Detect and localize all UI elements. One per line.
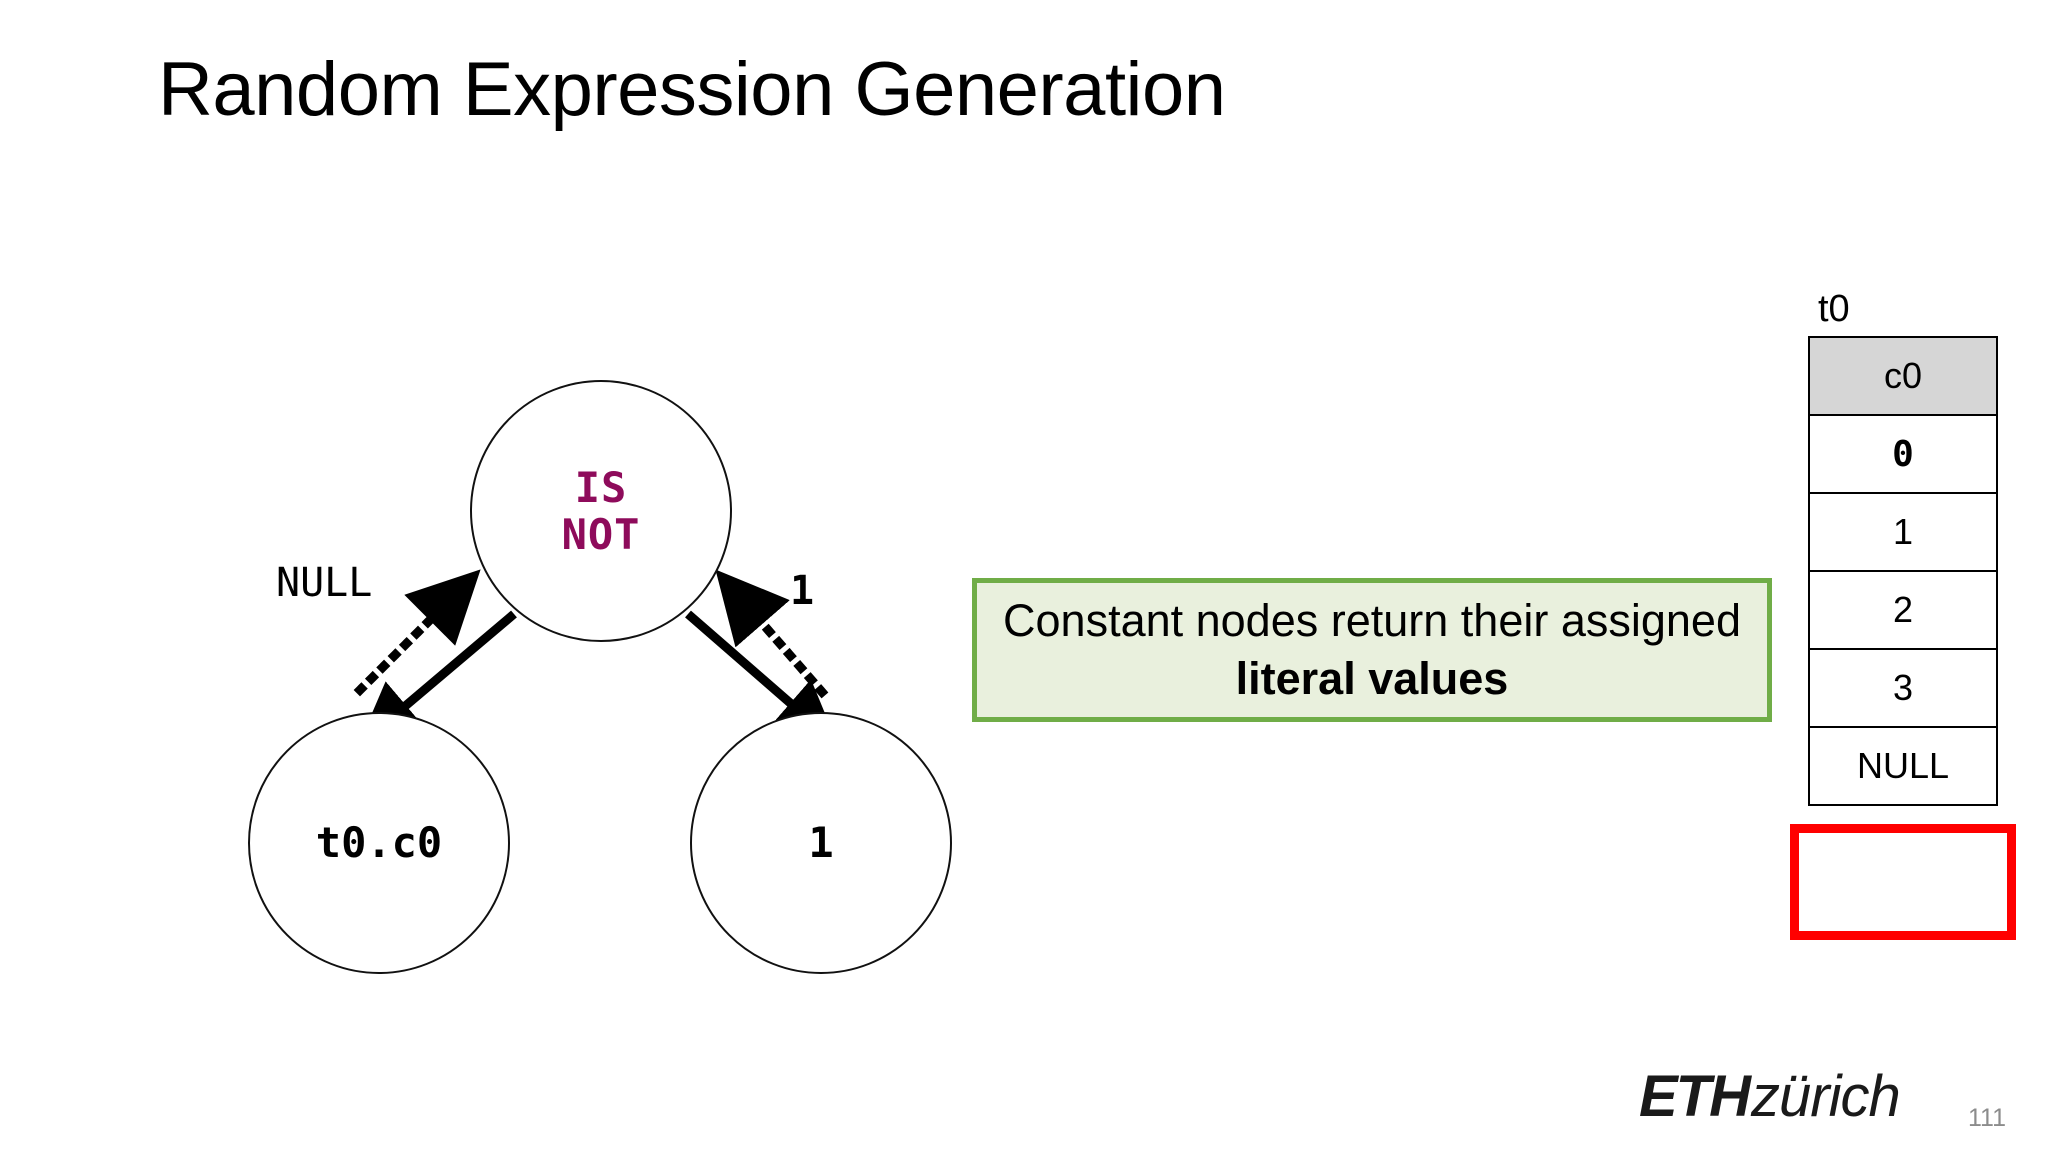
- callout-text: Constant nodes return their assigned lit…: [977, 592, 1767, 707]
- eth-zurich-logo: ETH zürich: [1639, 1064, 1901, 1129]
- table-column-header-c0: c0: [1808, 336, 1998, 416]
- table-name-label: t0: [1818, 288, 1850, 330]
- table-row: 3: [1808, 648, 1998, 728]
- data-table: c0 0 1 2 3 NULL: [1808, 336, 1998, 806]
- table-cell-value-2: 2: [1808, 570, 1998, 650]
- null-row-highlight-box: [1790, 824, 2016, 940]
- callout-box: Constant nodes return their assigned lit…: [972, 578, 1772, 722]
- tree-node-right-child[interactable]: 1: [690, 712, 952, 974]
- root-label-line-1: IS: [574, 462, 628, 512]
- edge-root-to-right: [685, 610, 838, 745]
- tree-node-left-child[interactable]: t0.c0: [248, 712, 510, 974]
- edge-label-left-return-value: NULL: [276, 560, 373, 606]
- edge-root-to-left: [357, 610, 517, 747]
- callout-text-regular: Constant nodes return their assigned: [1003, 595, 1741, 647]
- table-row: 1: [1808, 492, 1998, 572]
- tree-node-right-child-label: 1: [808, 818, 834, 868]
- root-label-line-2: NOT: [561, 510, 641, 559]
- data-table-wrapper: t0 c0 0 1 2 3 NULL: [1808, 290, 1998, 806]
- return-arrow-left: [353, 569, 481, 697]
- eth-logo-light-text: zürich: [1751, 1064, 1901, 1129]
- tree-node-left-child-label: t0.c0: [315, 818, 443, 868]
- page-title: Random Expression Generation: [158, 47, 1226, 132]
- table-row: NULL: [1808, 726, 1998, 806]
- table-row: 2: [1808, 570, 1998, 650]
- table-cell-value-3: 3: [1808, 648, 1998, 728]
- table-cell-value-0: 0: [1808, 414, 1998, 494]
- table-cell-value-1: 1: [1808, 492, 1998, 572]
- tree-edges-svg: [353, 569, 838, 747]
- table-row: 0: [1808, 414, 1998, 494]
- callout-text-emphasis: literal values: [1235, 653, 1509, 704]
- table-cell-value-null: NULL: [1808, 726, 1998, 806]
- page-number: 111: [1968, 1104, 2007, 1132]
- edge-label-right-return-value: 1: [790, 568, 815, 614]
- table-header-row: c0: [1808, 336, 1998, 416]
- return-arrow-right: [715, 569, 829, 699]
- eth-logo-bold-text: ETH: [1639, 1064, 1751, 1129]
